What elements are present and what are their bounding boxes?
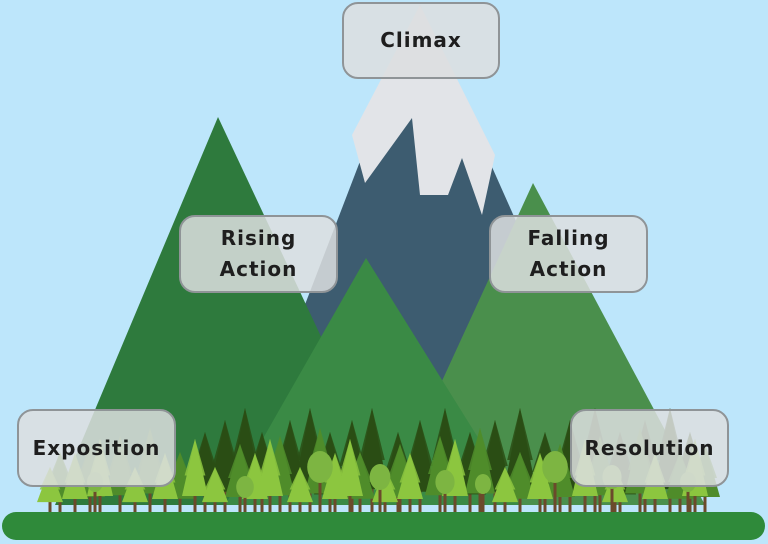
tree-trunk: [383, 500, 387, 512]
tree-trunk: [668, 486, 672, 512]
pine-tree-tier: [359, 408, 385, 460]
tree-trunk: [268, 493, 272, 512]
tree-trunk: [593, 486, 597, 512]
tree-trunk: [73, 497, 77, 512]
exposition-label-box: Exposition: [17, 409, 176, 487]
tree-trunk: [453, 493, 457, 512]
tree-trunk: [260, 492, 264, 512]
tree-trunk: [438, 493, 442, 512]
tree-trunk: [348, 493, 352, 512]
tree-trunk: [133, 500, 137, 512]
pine-tree-tier: [507, 408, 533, 460]
tree-trunk: [610, 477, 614, 512]
tree-trunk: [468, 492, 472, 512]
tree-trunk: [568, 489, 572, 512]
round-tree: [369, 464, 391, 490]
resolution-label: Resolution: [584, 435, 715, 460]
tree-trunk: [370, 486, 374, 512]
climax-label-box: Climax: [342, 2, 500, 79]
tree-trunk: [478, 491, 482, 512]
round-tree: [435, 470, 455, 494]
round-tree: [542, 451, 568, 483]
tree-trunk: [328, 492, 332, 512]
falling-action-label-box: Falling Action: [489, 215, 648, 293]
mountain-snow-cap: [352, 5, 495, 215]
tree-trunk: [396, 492, 400, 512]
tree-trunk: [443, 482, 447, 512]
tree-trunk: [118, 493, 122, 512]
tree-trunk: [553, 467, 557, 512]
tree-trunk: [278, 493, 282, 512]
tree-trunk: [378, 477, 382, 512]
tree-trunk: [213, 500, 217, 512]
tree-trunk: [163, 497, 167, 512]
pine-tree-tier: [339, 439, 361, 476]
pine-tree-tier: [204, 467, 226, 490]
tree-trunk: [643, 489, 647, 512]
pine-tree-tier: [407, 420, 433, 466]
tree-trunk: [686, 482, 690, 512]
tree-trunk: [98, 493, 102, 512]
tree-trunk: [678, 497, 682, 512]
tree-trunk: [481, 484, 485, 512]
tree-trunk: [333, 497, 337, 512]
tree-trunk: [688, 492, 692, 512]
pine-tree-tier: [259, 439, 281, 476]
falling-action-label: Falling Action: [527, 226, 610, 281]
tree-trunk: [598, 493, 602, 512]
tree-trunk: [408, 497, 412, 512]
resolution-label-box: Resolution: [570, 409, 729, 487]
tree-trunk: [88, 495, 92, 512]
climax-label: Climax: [380, 28, 462, 52]
tree-trunk: [58, 497, 62, 512]
tree-trunk: [193, 493, 197, 512]
pine-tree-tier: [399, 453, 421, 483]
tree-trunk: [518, 497, 522, 512]
exposition-label: Exposition: [32, 435, 161, 460]
tree-trunk: [653, 497, 657, 512]
round-tree: [307, 451, 333, 483]
tree-trunk: [613, 500, 617, 512]
pine-tree-tier: [428, 436, 452, 474]
ground-strip: [2, 512, 765, 540]
tree-trunk: [243, 487, 247, 512]
tree-trunk: [638, 491, 642, 512]
tree-trunk: [693, 493, 697, 512]
pine-tree-tier: [289, 467, 311, 490]
tree-trunk: [253, 497, 257, 512]
pine-tree-tier: [212, 420, 238, 466]
rising-action-label-box: Rising Action: [179, 215, 338, 293]
tree-trunk: [238, 495, 242, 512]
tree-trunk: [418, 489, 422, 512]
rising-action-label: Rising Action: [219, 226, 298, 281]
pine-tree-tier: [482, 420, 508, 466]
tree-trunk: [148, 491, 152, 512]
tree-trunk: [318, 467, 322, 512]
tree-trunk: [543, 492, 547, 512]
tree-trunk: [538, 497, 542, 512]
tree-trunk: [48, 500, 52, 512]
tree-trunk: [583, 493, 587, 512]
pine-tree-tier: [184, 439, 206, 476]
pine-tree-tier: [468, 428, 492, 470]
tree-trunk: [93, 482, 97, 512]
pine-tree-tier: [228, 444, 252, 478]
pine-tree-tier: [232, 408, 258, 460]
round-tree: [236, 476, 254, 498]
tree-trunk: [350, 489, 354, 512]
pine-tree-tier: [494, 467, 516, 490]
tree-trunk: [178, 497, 182, 512]
tree-trunk: [358, 497, 362, 512]
pine-tree-tier: [444, 439, 466, 476]
tree-trunk: [298, 500, 302, 512]
pine-tree-tier: [508, 452, 532, 482]
tree-trunk: [558, 495, 562, 512]
tree-trunk: [703, 495, 707, 512]
round-tree: [475, 474, 491, 494]
tree-trunk: [503, 500, 507, 512]
tree-trunk: [398, 495, 402, 512]
